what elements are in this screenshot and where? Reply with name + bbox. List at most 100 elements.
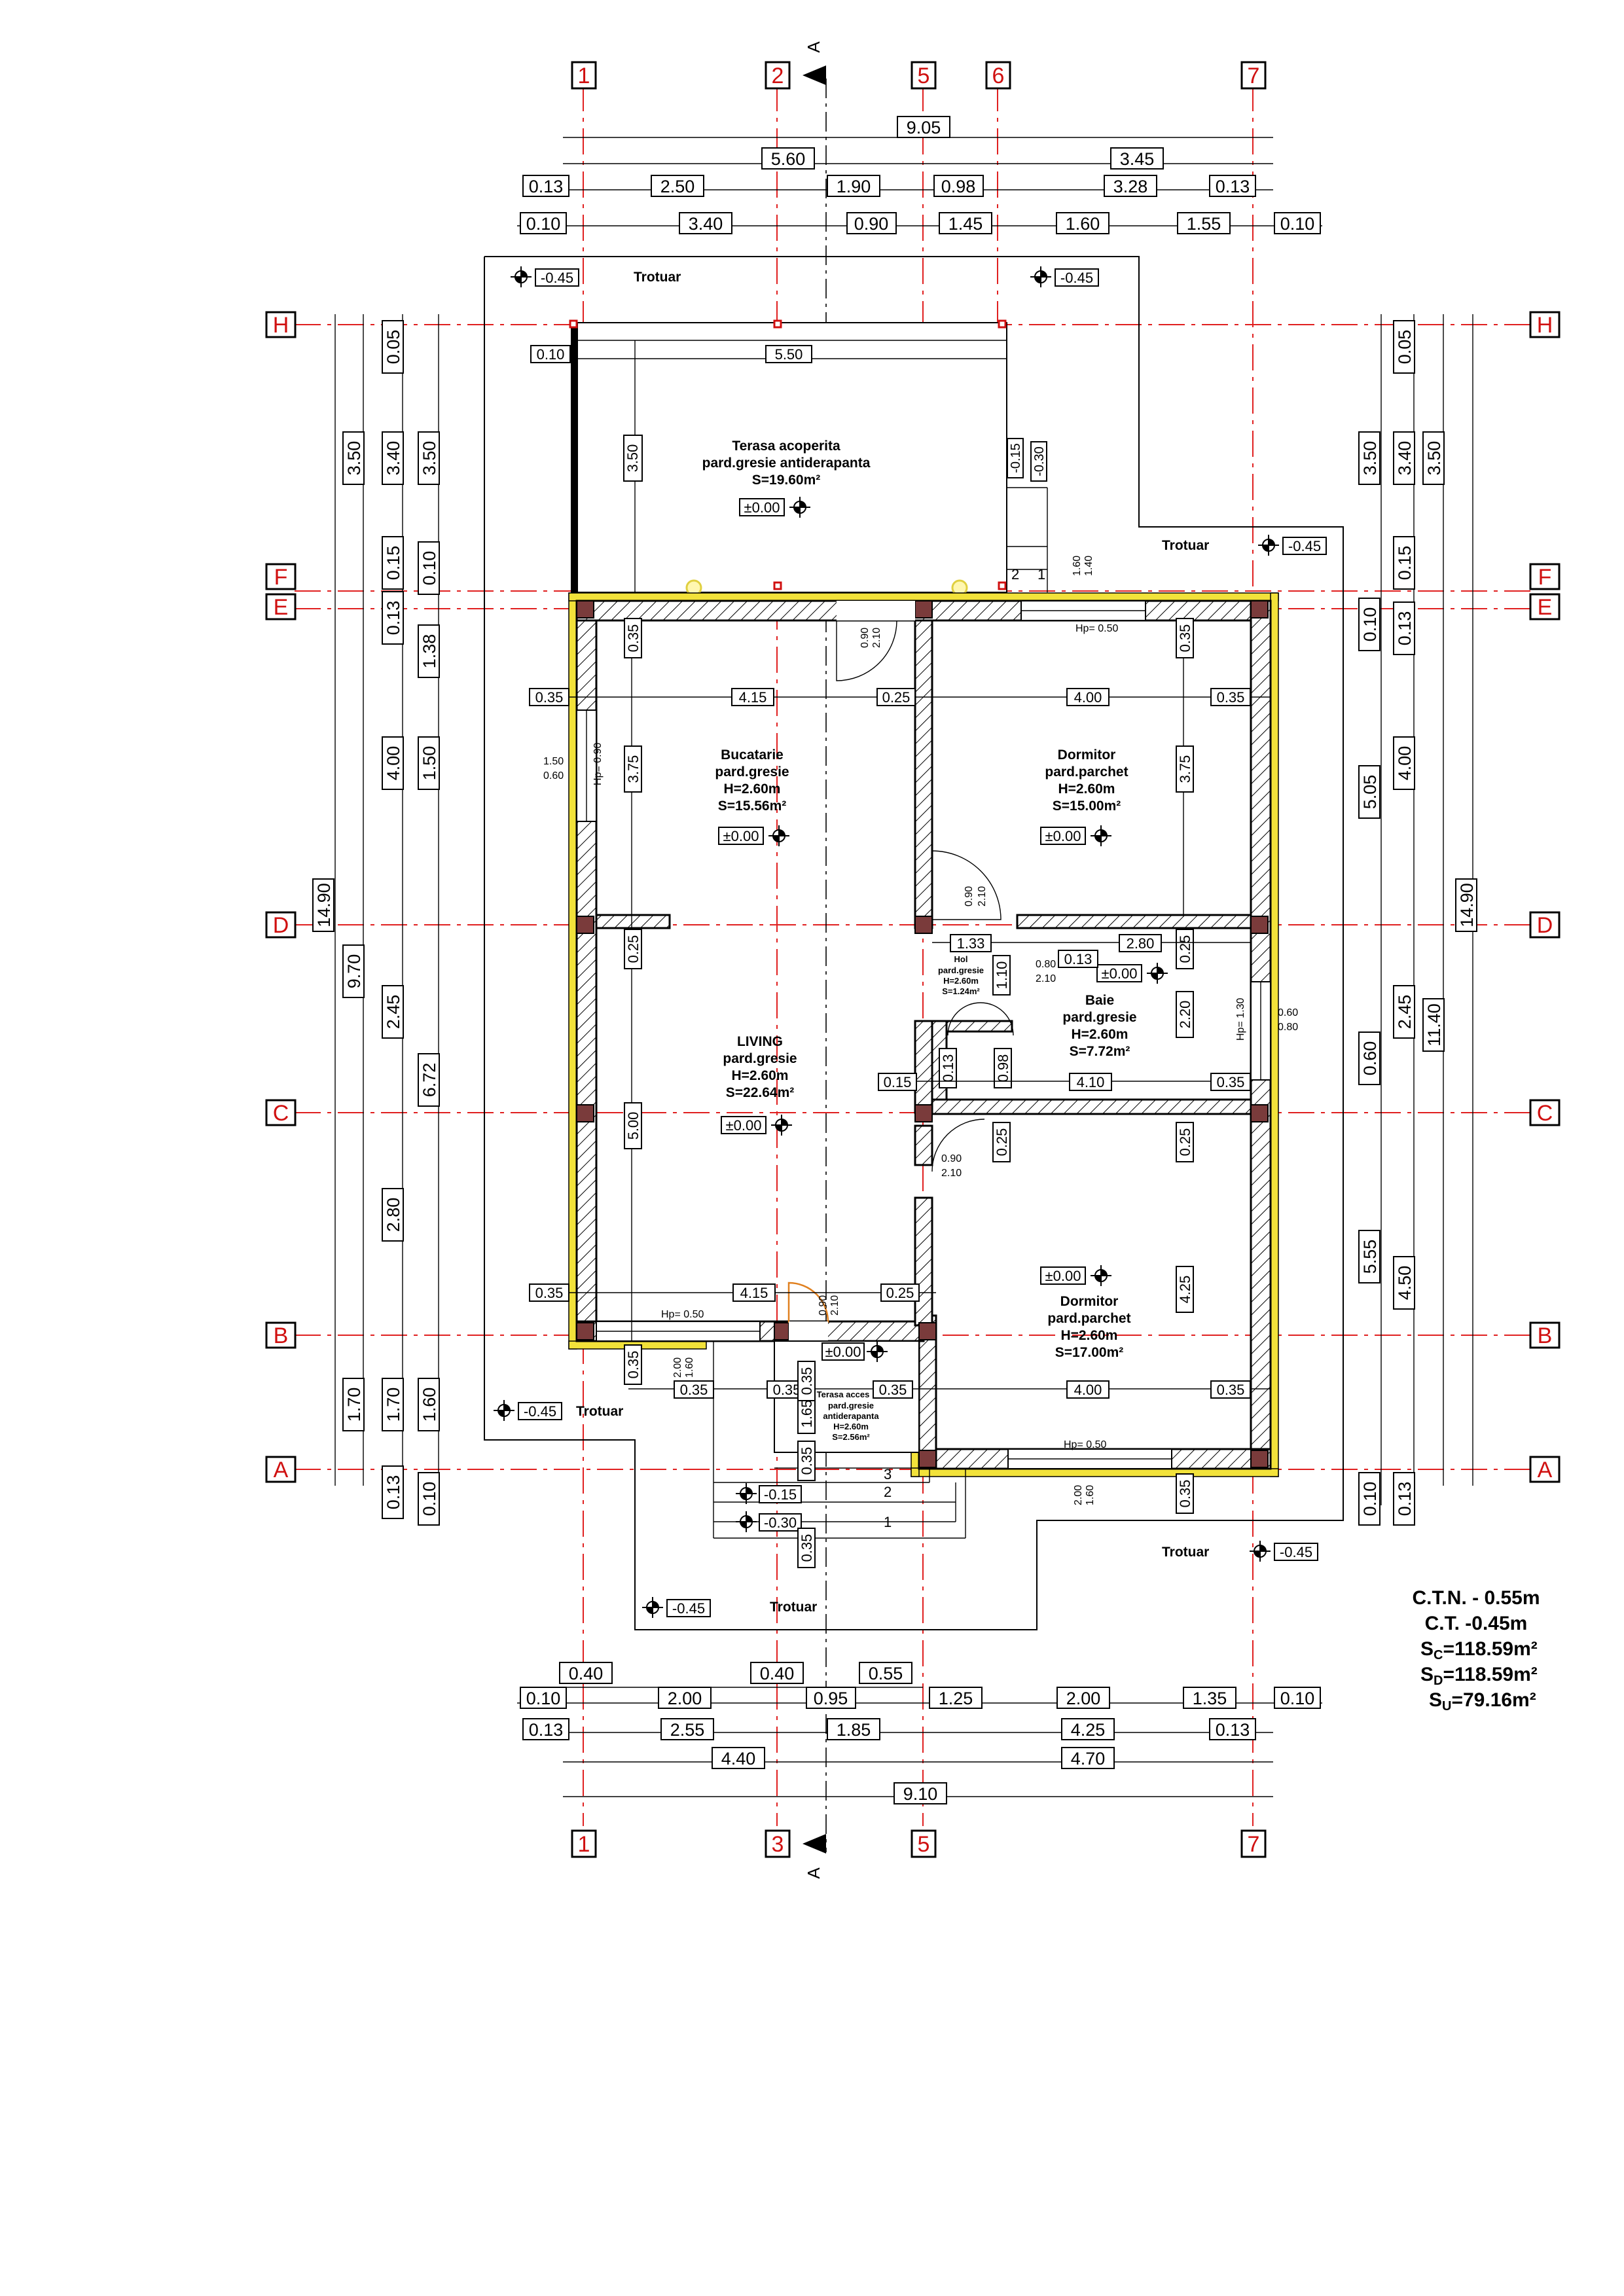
- axis-bottom-5: 5: [918, 1832, 930, 1857]
- axis-top-2: 2: [772, 63, 784, 88]
- svg-text:pard.gresie: pard.gresie: [938, 965, 984, 975]
- sidewalk-labels: -0.45 Trotuar -0.45 Trotuar -0.45 -0.45 …: [493, 266, 1327, 1619]
- svg-text:2.50: 2.50: [660, 177, 695, 196]
- svg-text:9.70: 9.70: [344, 954, 364, 989]
- svg-text:1.45: 1.45: [948, 214, 983, 234]
- svg-text:1: 1: [884, 1514, 892, 1530]
- svg-text:1.25: 1.25: [939, 1689, 973, 1708]
- svg-text:-0.15: -0.15: [764, 1486, 797, 1503]
- svg-text:1.50: 1.50: [543, 756, 564, 767]
- svg-text:Trotuar: Trotuar: [770, 1600, 817, 1615]
- svg-text:0.10: 0.10: [526, 1689, 561, 1708]
- svg-text:4.00: 4.00: [384, 746, 403, 781]
- svg-text:-0.45: -0.45: [1288, 538, 1321, 554]
- inner-dimensions: 0.35 4.15 0.25 4.00 0.35 0.35 3.75 0.25 …: [529, 618, 1298, 1568]
- svg-text:S=22.64m²: S=22.64m²: [726, 1085, 795, 1100]
- svg-text:0.13: 0.13: [1395, 1482, 1415, 1516]
- legend-su: SU=79.16m²: [1429, 1689, 1536, 1713]
- svg-text:0.13: 0.13: [940, 1054, 956, 1083]
- svg-text:0.80: 0.80: [1036, 959, 1056, 970]
- svg-text:4.50: 4.50: [1395, 1266, 1415, 1300]
- svg-text:LIVING: LIVING: [737, 1034, 783, 1049]
- svg-text:Hp= 0.50: Hp= 0.50: [1075, 623, 1118, 634]
- svg-text:1.50: 1.50: [420, 746, 439, 781]
- svg-text:5.00: 5.00: [625, 1112, 641, 1140]
- svg-text:3.50: 3.50: [624, 444, 641, 473]
- svg-text:0.13: 0.13: [1216, 1720, 1250, 1740]
- svg-text:0.13: 0.13: [1395, 611, 1415, 646]
- svg-text:-0.30: -0.30: [1032, 446, 1047, 476]
- axis-left-F: F: [274, 565, 288, 590]
- svg-text:2.10: 2.10: [829, 1295, 840, 1316]
- svg-text:Trotuar: Trotuar: [576, 1404, 623, 1419]
- svg-text:0.05: 0.05: [384, 330, 403, 365]
- section-arrow-bottom: [803, 1834, 826, 1854]
- svg-text:2: 2: [884, 1484, 892, 1500]
- axis-right-C: C: [1537, 1101, 1553, 1126]
- svg-text:2.45: 2.45: [1395, 995, 1415, 1030]
- svg-text:0.35: 0.35: [1217, 1382, 1245, 1398]
- svg-text:±0.00: ±0.00: [1045, 1268, 1081, 1284]
- svg-text:Hol: Hol: [954, 954, 968, 964]
- svg-text:3.50: 3.50: [1424, 441, 1444, 476]
- svg-text:0.10: 0.10: [1280, 214, 1315, 234]
- axis-bubbles-right: H F E D C B A: [1529, 311, 1561, 1483]
- svg-text:S=7.72m²: S=7.72m²: [1070, 1044, 1130, 1059]
- svg-text:Bucatarie: Bucatarie: [721, 747, 784, 762]
- svg-text:0.15: 0.15: [1395, 546, 1415, 581]
- dimensions-left: 14.90 3.50 9.70 1.70 0.05 3.40 0.15 0.13…: [312, 314, 440, 1526]
- svg-text:±0.00: ±0.00: [744, 499, 780, 516]
- svg-text:H=2.60m: H=2.60m: [1061, 1328, 1118, 1343]
- svg-text:2.10: 2.10: [871, 628, 882, 648]
- axis-left-B: B: [274, 1323, 289, 1348]
- dimensions-top: 9.05 5.60 3.45 0.13 2.50 1.90 0.98 3.28 …: [517, 116, 1322, 234]
- svg-text:-0.30: -0.30: [764, 1515, 797, 1531]
- svg-text:0.35: 0.35: [1177, 624, 1193, 653]
- svg-text:6.72: 6.72: [420, 1063, 439, 1098]
- svg-text:2.00: 2.00: [1073, 1485, 1084, 1505]
- svg-text:0.25: 0.25: [1177, 1128, 1193, 1157]
- svg-text:3.50: 3.50: [344, 441, 364, 476]
- svg-text:pard.gresie: pard.gresie: [828, 1401, 874, 1410]
- axis-bottom-1: 1: [578, 1832, 590, 1857]
- svg-text:0.13: 0.13: [1216, 177, 1250, 196]
- svg-text:1.85: 1.85: [837, 1720, 871, 1740]
- svg-text:H=2.60m: H=2.60m: [1072, 1027, 1128, 1042]
- svg-text:Hp= 0.50: Hp= 0.50: [661, 1309, 704, 1320]
- svg-text:0.35: 0.35: [680, 1382, 708, 1398]
- svg-text:0.55: 0.55: [869, 1664, 903, 1683]
- svg-text:0.90: 0.90: [854, 214, 889, 234]
- svg-text:2.10: 2.10: [977, 886, 988, 906]
- svg-text:0.90: 0.90: [818, 1295, 829, 1316]
- svg-text:2.00: 2.00: [668, 1689, 702, 1708]
- svg-text:1.60: 1.60: [684, 1357, 695, 1378]
- dimensions-right: 3.50 0.10 5.05 0.60 5.55 0.10 0.05 3.40 …: [1358, 314, 1477, 1526]
- svg-text:Trotuar: Trotuar: [634, 270, 681, 285]
- svg-text:5.55: 5.55: [1360, 1240, 1380, 1274]
- svg-text:4.15: 4.15: [740, 1285, 768, 1301]
- svg-text:±0.00: ±0.00: [723, 828, 759, 844]
- svg-text:Hp= 0.50: Hp= 0.50: [1064, 1439, 1106, 1450]
- svg-text:1.70: 1.70: [384, 1388, 403, 1422]
- svg-text:4.40: 4.40: [721, 1749, 756, 1768]
- svg-text:0.25: 0.25: [1177, 935, 1193, 963]
- svg-text:2.80: 2.80: [384, 1198, 403, 1232]
- svg-text:H=2.60m: H=2.60m: [943, 976, 979, 986]
- svg-text:4.10: 4.10: [1077, 1074, 1105, 1090]
- axis-right-D: D: [1537, 913, 1553, 938]
- dim-bottom-total: 9.10: [903, 1784, 938, 1804]
- svg-text:-0.45: -0.45: [541, 270, 573, 286]
- svg-text:0.95: 0.95: [814, 1689, 848, 1708]
- svg-text:3.40: 3.40: [1395, 441, 1415, 476]
- axis-left-E: E: [274, 595, 289, 620]
- svg-text:1.70: 1.70: [344, 1388, 364, 1422]
- svg-text:0.10: 0.10: [526, 214, 561, 234]
- svg-text:0.15: 0.15: [884, 1074, 912, 1090]
- axis-top-6: 6: [992, 63, 1005, 88]
- svg-text:H=2.60m: H=2.60m: [724, 781, 781, 797]
- room-labels: Bucatarie pard.gresie H=2.60m S=15.56m² …: [715, 747, 1168, 1360]
- axis-bottom-3: 3: [772, 1832, 784, 1857]
- room-dormitor-1: Dormitor pard.parchet H=2.60m S=15.00m² …: [1040, 747, 1128, 847]
- svg-text:pard.gresie: pard.gresie: [723, 1051, 797, 1066]
- svg-text:0.90: 0.90: [859, 628, 871, 648]
